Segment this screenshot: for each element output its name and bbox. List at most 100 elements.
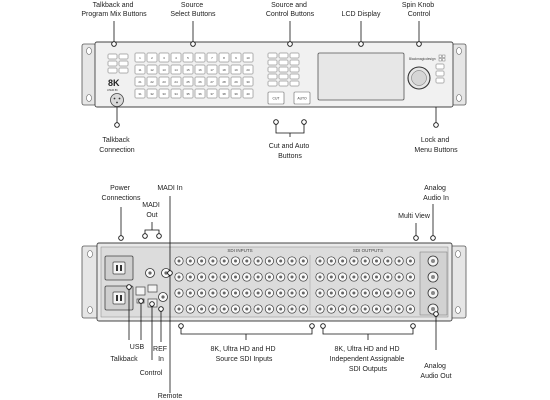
source-button-number: 15 xyxy=(186,68,190,72)
control-button[interactable] xyxy=(289,73,300,80)
source-select-button[interactable] xyxy=(206,76,218,87)
label-usb: USB xyxy=(130,344,145,351)
label-cut-auto-buttons: Cut and Auto Buttons xyxy=(269,143,311,160)
control-button[interactable] xyxy=(278,59,289,66)
source-select-button[interactable] xyxy=(170,76,182,87)
sdi-output-connector-pin xyxy=(363,275,367,279)
talkback-rj45-port[interactable] xyxy=(135,286,146,296)
auto-button[interactable] xyxy=(293,91,311,105)
source-select-button[interactable] xyxy=(194,88,206,99)
sdi-input-connector-pin xyxy=(200,291,204,295)
sdi-output-connector-pin xyxy=(318,259,322,263)
source-select-button[interactable] xyxy=(218,64,230,75)
control-button[interactable] xyxy=(267,52,278,59)
control-button[interactable] xyxy=(267,66,278,73)
sdi-input-connector-pin xyxy=(222,291,226,295)
set-button[interactable] xyxy=(435,77,445,84)
source-select-button[interactable] xyxy=(242,88,254,99)
control-button[interactable] xyxy=(289,66,300,73)
control-button[interactable] xyxy=(289,80,300,87)
source-select-button[interactable] xyxy=(218,52,230,63)
menu-button[interactable] xyxy=(435,70,445,77)
sdi-input-connector-pin xyxy=(245,259,249,263)
control-button[interactable] xyxy=(278,52,289,59)
sdi-output-connector-pin xyxy=(341,259,345,263)
source-select-button[interactable] xyxy=(242,52,254,63)
sdi-input-connector-pin xyxy=(177,307,181,311)
control-button[interactable] xyxy=(278,66,289,73)
source-select-button[interactable] xyxy=(218,88,230,99)
source-select-button[interactable] xyxy=(146,52,158,63)
source-select-button[interactable] xyxy=(134,88,146,99)
source-select-button[interactable] xyxy=(230,76,242,87)
source-select-button[interactable] xyxy=(170,52,182,63)
source-select-button[interactable] xyxy=(182,52,194,63)
sdi-input-connector-pin xyxy=(267,307,271,311)
control-button[interactable] xyxy=(289,59,300,66)
label-spin-knob: Spin Knob Control xyxy=(402,2,436,18)
mix-button[interactable] xyxy=(118,60,129,67)
sdi-output-connector-pin xyxy=(375,259,378,263)
source-select-button[interactable] xyxy=(134,52,146,63)
control-button[interactable] xyxy=(289,52,300,59)
front-callout-labels: Talkback and Program Mix Buttons Source … xyxy=(81,2,458,160)
source-select-button[interactable] xyxy=(146,64,158,75)
source-select-button[interactable] xyxy=(158,88,170,99)
source-select-button[interactable] xyxy=(242,64,254,75)
source-select-button[interactable] xyxy=(158,64,170,75)
source-select-button[interactable] xyxy=(158,52,170,63)
mix-button[interactable] xyxy=(118,67,129,74)
source-select-button[interactable] xyxy=(230,52,242,63)
source-select-button[interactable] xyxy=(182,88,194,99)
source-button-number: 30 xyxy=(246,80,250,84)
source-select-button[interactable] xyxy=(146,88,158,99)
source-button-number: 28 xyxy=(222,80,226,84)
source-select-button[interactable] xyxy=(242,76,254,87)
control-button[interactable] xyxy=(278,80,289,87)
audio-xlr-jack-center xyxy=(431,291,435,295)
control-button[interactable] xyxy=(267,80,278,87)
source-select-button[interactable] xyxy=(134,64,146,75)
label-madi-in: MADI In xyxy=(157,185,182,192)
sdi-output-connector-pin xyxy=(329,259,333,263)
rear-panel: SDI INPUTS SDI OUTPUTS xyxy=(81,242,467,322)
source-select-button[interactable] xyxy=(170,64,182,75)
source-select-button[interactable] xyxy=(230,88,242,99)
source-select-button[interactable] xyxy=(158,76,170,87)
source-select-button[interactable] xyxy=(170,88,182,99)
control-button[interactable] xyxy=(267,73,278,80)
sdi-output-connector-pin xyxy=(375,275,378,279)
control-button[interactable] xyxy=(278,73,289,80)
sdi-input-connector-pin xyxy=(177,259,181,263)
mix-button[interactable] xyxy=(107,67,118,74)
sdi-input-connector-pin xyxy=(267,275,271,279)
control-button[interactable] xyxy=(267,59,278,66)
source-select-button[interactable] xyxy=(182,76,194,87)
cut-button[interactable] xyxy=(267,91,285,105)
source-button-number: 31 xyxy=(138,92,142,96)
source-select-button[interactable] xyxy=(194,76,206,87)
source-select-button[interactable] xyxy=(182,64,194,75)
label-madi-out: MADI Out xyxy=(142,202,161,219)
source-select-button[interactable] xyxy=(218,76,230,87)
mix-button[interactable] xyxy=(107,53,118,60)
sdi-input-connector-pin xyxy=(188,275,192,279)
source-select-button[interactable] xyxy=(206,64,218,75)
mix-button[interactable] xyxy=(107,60,118,67)
source-select-button[interactable] xyxy=(134,76,146,87)
sdi-input-connector-pin xyxy=(279,291,283,295)
source-select-button[interactable] xyxy=(194,64,206,75)
mix-button[interactable] xyxy=(118,53,129,60)
sdi-input-connector-pin xyxy=(301,291,305,295)
source-button-number: 1 xyxy=(139,56,141,60)
lock-button[interactable] xyxy=(435,63,445,70)
talkback-xlr-connector[interactable] xyxy=(110,93,124,107)
source-select-button[interactable] xyxy=(206,88,218,99)
source-select-button[interactable] xyxy=(206,52,218,63)
source-select-button[interactable] xyxy=(194,52,206,63)
source-button-number: 21 xyxy=(138,80,142,84)
source-select-button[interactable] xyxy=(230,64,242,75)
remote-port[interactable] xyxy=(147,284,158,293)
source-select-button[interactable] xyxy=(146,76,158,87)
